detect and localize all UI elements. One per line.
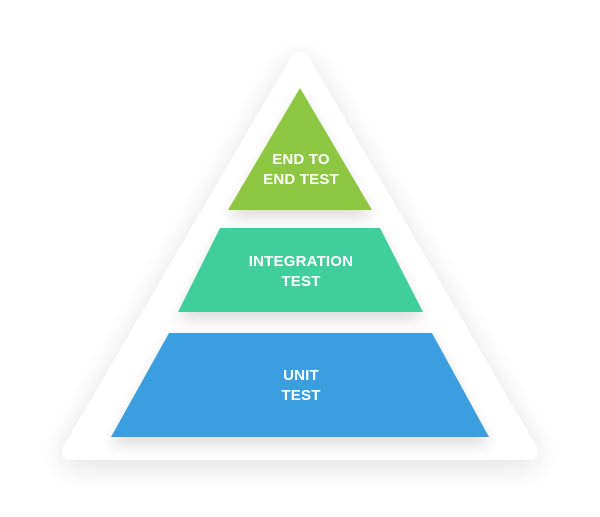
tier-label-unit-line2: TEST xyxy=(281,387,321,404)
tier-label-integration-line1: INTEGRATION xyxy=(248,253,354,270)
tier-label-integration: INTEGRATION TEST xyxy=(201,252,401,292)
tier-end-to-end xyxy=(228,88,372,210)
tier-label-integration-line2: TEST xyxy=(281,273,321,290)
tier-integration xyxy=(178,228,423,312)
tier-label-unit: UNIT TEST xyxy=(201,366,401,406)
tier-label-end-to-end-line1: END TO xyxy=(272,151,330,168)
tier-label-end-to-end: END TO END TEST xyxy=(201,150,401,190)
tier-label-unit-line1: UNIT xyxy=(283,367,319,384)
tier-label-end-to-end-line2: END TEST xyxy=(263,171,339,188)
tier-unit xyxy=(111,333,489,437)
